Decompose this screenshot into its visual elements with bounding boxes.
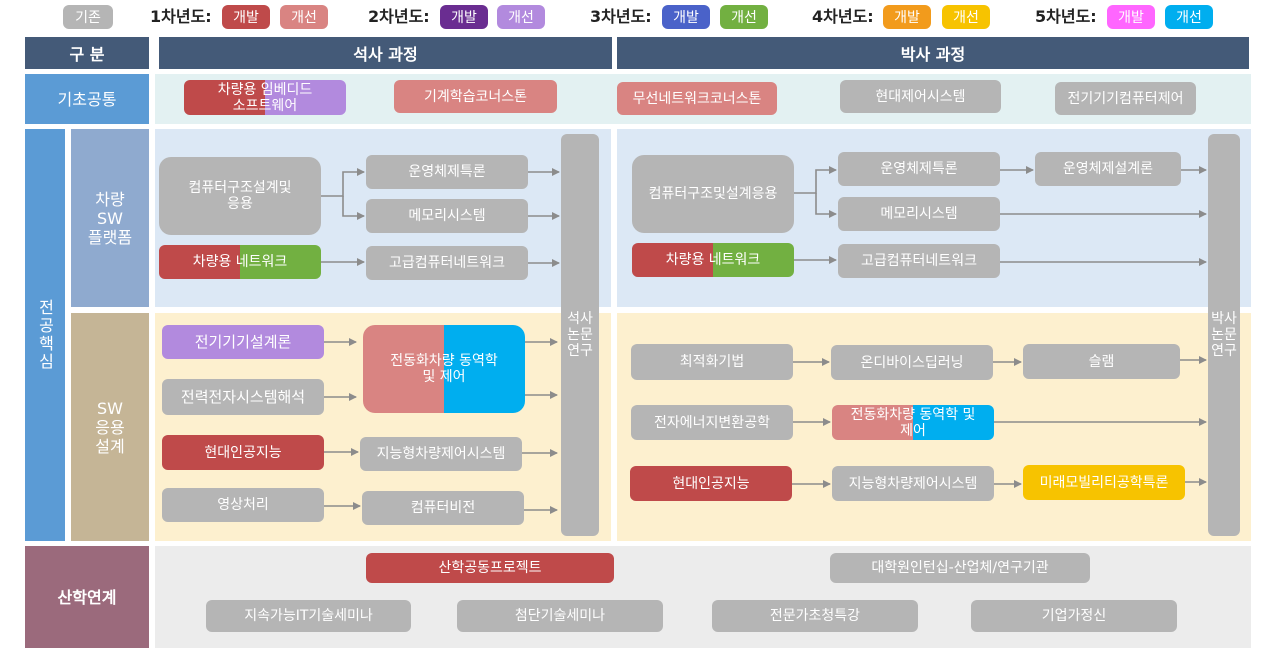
ms-computer-architecture[interactable]: 컴퓨터구조설계및 응용 (159, 157, 321, 235)
industry-company-visit[interactable]: 기업가정신 (971, 600, 1177, 632)
ms-vehicle-network-label: 차량용 네트워크 (192, 254, 288, 270)
phd-os-design[interactable]: 운영체제설계론 (1035, 152, 1181, 186)
ms-vehicle-network-imp-part (240, 245, 321, 279)
header-masters: 석사 과정 (159, 37, 612, 69)
phd-computer-architecture[interactable]: 컴퓨터구조및설계응용 (632, 155, 794, 233)
row-sw-application-design: SW 응용 설계 (71, 313, 149, 541)
ms-computer-vision[interactable]: 컴퓨터비전 (362, 491, 524, 525)
phd-slam[interactable]: 슬램 (1023, 344, 1180, 379)
legend-year4-label: 4차년도: (812, 7, 874, 26)
industry-internship[interactable]: 대학원인턴십-산업체/연구기관 (830, 553, 1090, 583)
phd-power-conversion[interactable]: 전자에너지변환공학 (631, 405, 793, 440)
phd-optimization[interactable]: 최적화기법 (631, 344, 793, 380)
row-basic-common: 기초공통 (25, 74, 149, 124)
legend-year5-imp: 개선 (1165, 5, 1213, 29)
phd-vehicle-network[interactable]: 차량용 네트워크 (632, 243, 794, 277)
course-embedded-sw-dev-part (184, 80, 265, 115)
ms-modern-ai[interactable]: 현대인공지능 (162, 435, 324, 470)
header-category: 구 분 (25, 37, 149, 69)
legend-year3-dev: 개발 (662, 5, 710, 29)
ms-ev-dynamics-dev-part (444, 325, 525, 413)
header-phd: 박사 과정 (617, 37, 1249, 69)
row-vehicle-sw-platform: 차량 SW 플랫폼 (71, 129, 149, 307)
course-ml-cornerstone[interactable]: 기계학습코너스톤 (394, 80, 557, 113)
ms-os-special[interactable]: 운영체제특론 (366, 155, 528, 189)
phd-vehicle-network-imp-part (713, 243, 794, 277)
phd-memory-system[interactable]: 메모리시스템 (838, 197, 1000, 231)
industry-advanced-seminar[interactable]: 첨단기술세미나 (457, 600, 663, 632)
legend-year5-label: 5차년도: (1035, 7, 1097, 26)
ms-vehicle-network[interactable]: 차량용 네트워크 (159, 245, 321, 279)
ms-ev-dynamics-label: 전동화차량 동역학 및 제어 (390, 353, 498, 385)
ms-image-processing[interactable]: 영상처리 (162, 488, 324, 522)
ms-adv-network[interactable]: 고급컴퓨터네트워크 (366, 246, 528, 280)
legend-year2-label: 2차년도: (368, 7, 430, 26)
row-major-core-label: 전공핵심 (35, 299, 55, 371)
ms-ev-dynamics[interactable]: 전동화차량 동역학 및 제어 (363, 325, 525, 413)
industry-expert-lecture[interactable]: 전문가초청특강 (712, 600, 918, 632)
phd-ev-dynamics-label: 전동화차량 동역학 및 제어 (850, 406, 976, 439)
legend-year3-imp: 개선 (720, 5, 768, 29)
legend-year1-dev: 개발 (222, 5, 270, 29)
phd-vehicle-network-label: 차량용 네트워크 (665, 252, 761, 268)
phd-os-special[interactable]: 운영체제특론 (838, 152, 1000, 186)
ms-memory-system[interactable]: 메모리시스템 (366, 199, 528, 233)
phd-vehicle-network-dev-part (632, 243, 713, 277)
course-embedded-sw-imp-part (265, 80, 346, 115)
phd-intelligent-vehicle[interactable]: 지능형차량제어시스템 (832, 466, 994, 501)
legend-year1-label: 1차년도: (150, 7, 212, 26)
legend-year2-imp: 개선 (497, 5, 545, 29)
phd-ev-dynamics[interactable]: 전동화차량 동역학 및 제어 (832, 405, 994, 440)
course-embedded-sw[interactable]: 차량용 임베디드 소프트웨어 (184, 80, 346, 115)
phd-ev-dynamics-imp-part (832, 405, 913, 440)
course-wireless-cornerstone[interactable]: 무선네트워크코너스톤 (617, 82, 777, 115)
phd-adv-network[interactable]: 고급컴퓨터네트워크 (838, 244, 1000, 278)
ms-power-electronics[interactable]: 전력전자시스템해석 (162, 379, 324, 415)
legend-year1-imp: 개선 (280, 5, 328, 29)
phd-future-mobility[interactable]: 미래모빌리티공학특론 (1023, 465, 1185, 500)
ms-ev-dynamics-imp-part (363, 325, 444, 413)
course-embedded-sw-label: 차량용 임베디드 소프트웨어 (217, 81, 313, 114)
ms-vehicle-network-dev-part (159, 245, 240, 279)
industry-joint-project[interactable]: 산학공동프로젝트 (366, 553, 614, 583)
legend-year4-dev: 개발 (883, 5, 931, 29)
phd-ev-dynamics-dev-part (913, 405, 994, 440)
row-major-core: 전공핵심 (25, 129, 65, 541)
row-industry: 산학연계 (25, 546, 149, 648)
legend-year2-dev: 개발 (440, 5, 488, 29)
legend-year5-dev: 개발 (1107, 5, 1155, 29)
phd-thesis-research[interactable]: 박사 논문 연구 (1208, 134, 1240, 536)
industry-sustainable-seminar[interactable]: 지속가능IT기술세미나 (206, 600, 411, 632)
legend-year3-label: 3차년도: (590, 7, 652, 26)
course-modern-control[interactable]: 현대제어시스템 (840, 80, 1001, 113)
legend-existing: 기존 (63, 5, 113, 29)
ms-electrical-design[interactable]: 전기기기설계론 (162, 325, 324, 359)
legend-year4-imp: 개선 (942, 5, 990, 29)
ms-thesis-research[interactable]: 석사 논문 연구 (561, 134, 599, 536)
ms-intelligent-vehicle[interactable]: 지능형차량제어시스템 (360, 437, 522, 471)
phd-on-device-dl[interactable]: 온디바이스딥러닝 (831, 345, 993, 380)
phd-modern-ai[interactable]: 현대인공지능 (630, 466, 792, 501)
course-electrical-computer-control[interactable]: 전기기기컴퓨터제어 (1055, 82, 1196, 115)
